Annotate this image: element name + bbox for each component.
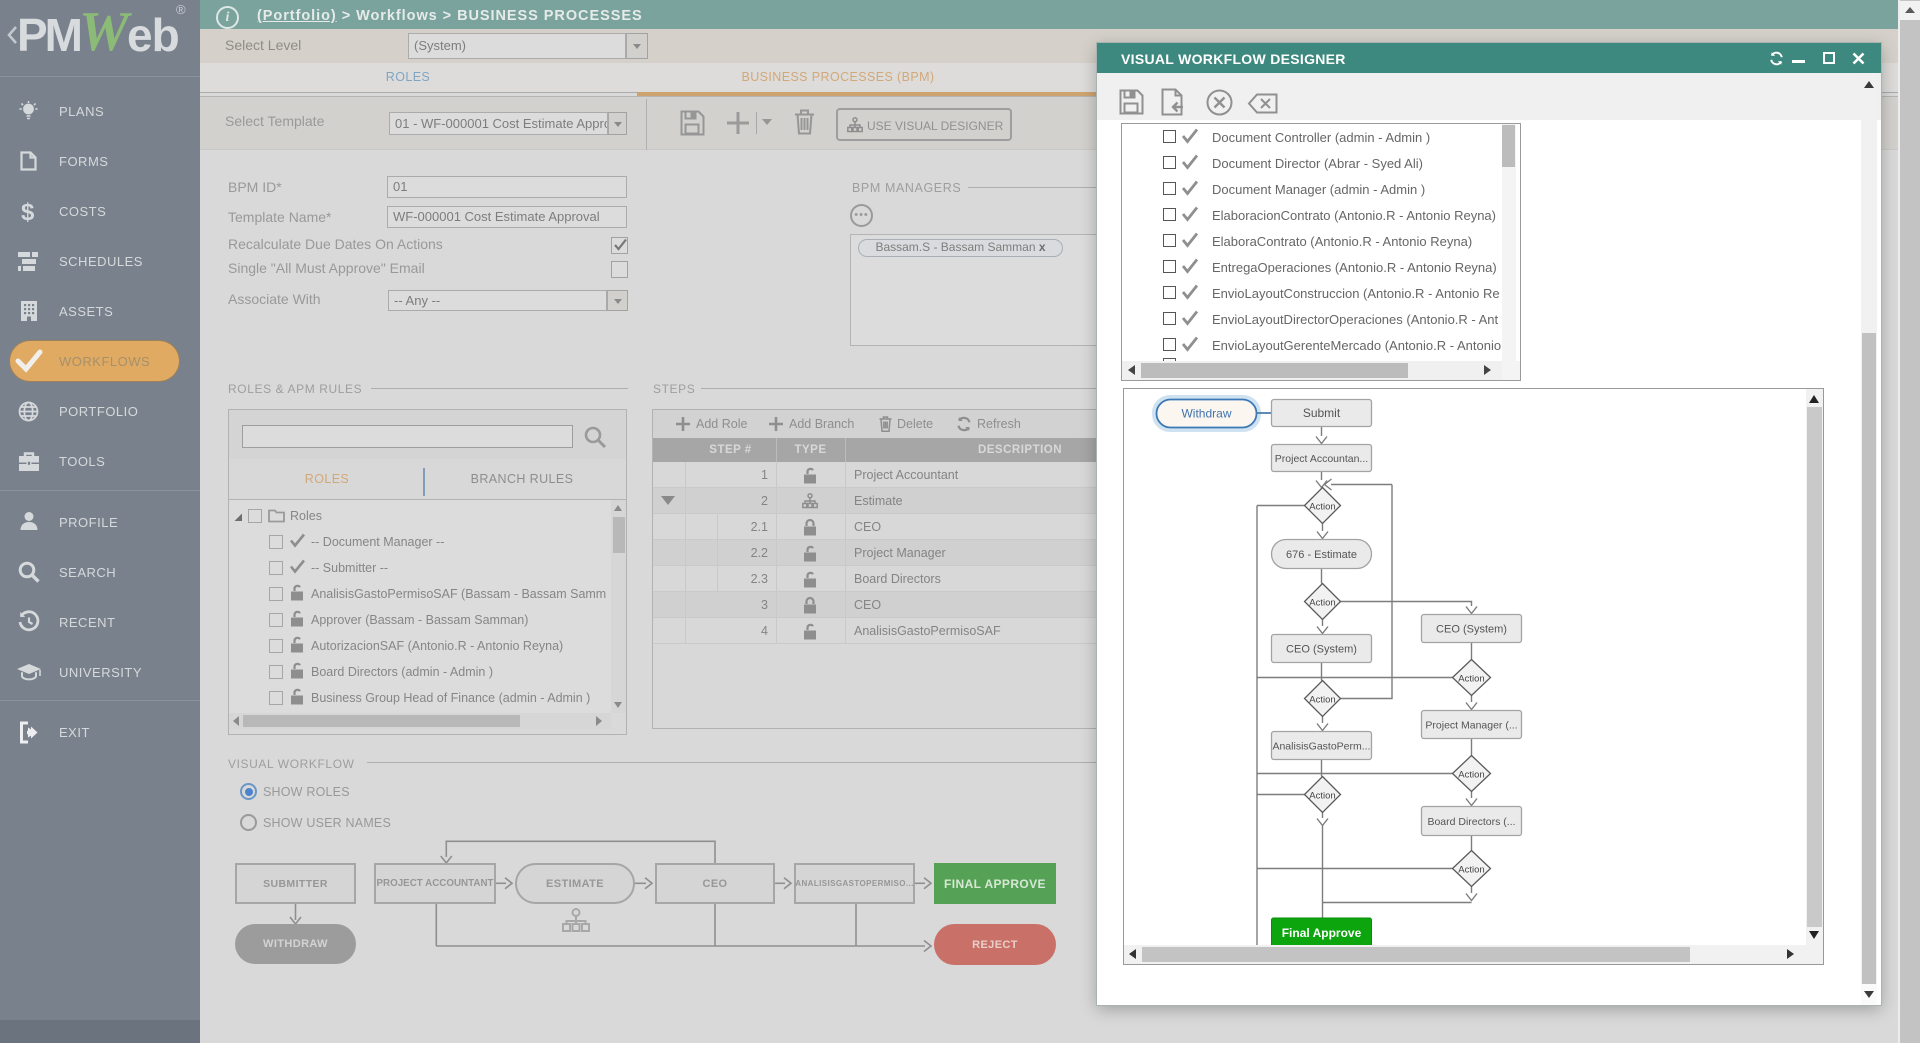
svg-text:Action: Action — [1458, 865, 1484, 876]
svg-text:Action: Action — [1458, 770, 1484, 781]
svg-text:Board Directors (...: Board Directors (... — [1427, 816, 1515, 828]
svg-text:Action: Action — [1309, 598, 1335, 609]
svg-text:Action: Action — [1458, 674, 1484, 685]
svg-text:CEO (System): CEO (System) — [1436, 624, 1507, 636]
svg-text:AnalisisGastoPerm...: AnalisisGastoPerm... — [1272, 741, 1370, 753]
svg-text:Final Approve: Final Approve — [1282, 926, 1362, 940]
svg-text:Action: Action — [1309, 791, 1335, 802]
svg-text:Project Manager (...: Project Manager (... — [1425, 720, 1517, 732]
svg-text:Action: Action — [1309, 502, 1335, 513]
svg-text:Project Accountan...: Project Accountan... — [1275, 453, 1368, 465]
svg-text:Action: Action — [1309, 695, 1335, 706]
svg-text:Submit: Submit — [1303, 406, 1341, 420]
svg-text:CEO (System): CEO (System) — [1286, 644, 1357, 656]
svg-text:676 - Estimate: 676 - Estimate — [1286, 549, 1357, 561]
svg-text:Withdraw: Withdraw — [1181, 407, 1231, 421]
